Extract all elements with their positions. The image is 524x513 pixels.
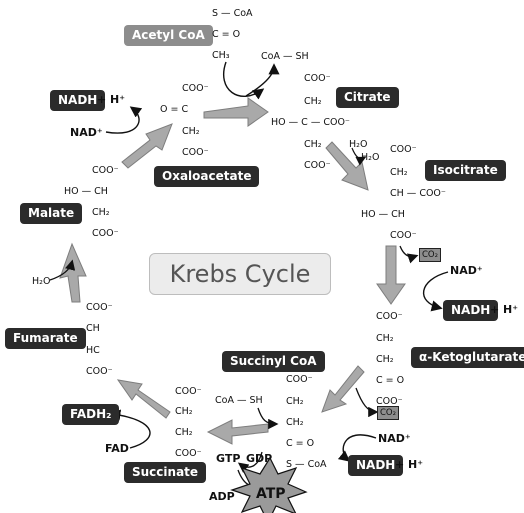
fumarate-line-3: HC [86,345,100,356]
h-plus-1: + H⁺ [97,93,126,106]
diagram-title: Krebs Cycle [149,253,331,295]
label-citrate: Citrate [336,87,399,108]
co2-box-1: CO₂ [419,248,442,262]
coa-sh-label-1: CoA — SH [261,51,309,62]
malate-line-2: HO — CH [64,186,108,197]
coa-sh-label-2: CoA — SH [215,395,263,406]
arrow-fad-to-fadh2 [109,409,151,449]
arrow-co2-isocitrate [399,245,419,264]
nadh-box-3: NADH [348,455,404,476]
fumarate-line-2: CH [86,323,100,334]
malate-line-1: COO⁻ [92,165,119,176]
arrow-fumarate-malate [59,242,87,303]
arrow-succinylcoa-succinate [206,419,269,445]
citrate-line-3: HO — C — COO⁻ [271,117,350,128]
label-malate: Malate [20,203,83,224]
nad-3: NAD⁺ [378,432,411,445]
h2o-label-2: H₂O [361,152,380,163]
gtp-label: GTP [216,452,241,465]
oxaloacetate-line-4: COO⁻ [182,147,209,158]
malate-line-4: COO⁻ [92,228,119,239]
isocitrate-line-2: CH₂ [390,167,408,178]
fumarate-line-1: COO⁻ [86,302,113,313]
oxaloacetate-line-3: CH₂ [182,126,200,137]
label-akg: α-Ketoglutarate [411,347,524,368]
succinyl-line-2: CH₂ [286,396,304,407]
arrow-akg-succinylcoa [321,365,365,413]
acetyl-line-1: S — CoA [212,8,253,19]
malate-line-3: CH₂ [92,207,110,218]
nad-2: NAD⁺ [450,264,483,277]
citrate-line-1: COO⁻ [304,73,331,84]
co2-box-2: CO₂ [377,406,400,420]
succinate-line-2: CH₂ [175,406,193,417]
citrate-line-5: COO⁻ [304,160,331,171]
fumarate-line-4: COO⁻ [86,366,113,377]
arrow-coash-out [245,63,280,97]
oxaloacetate-line-1: COO⁻ [182,83,209,94]
succinyl-line-3: CH₂ [286,417,304,428]
citrate-line-4: CH₂ [304,139,322,150]
arrow-malate-oxaloacetate [121,123,173,169]
label-fumarate: Fumarate [5,328,86,349]
h-plus-3: + H⁺ [395,458,424,471]
succinate-line-1: COO⁻ [175,386,202,397]
adp-label: ADP [209,490,235,503]
h2o-label-3: H₂O [32,276,51,287]
arrow-citrate-isocitrate [325,141,369,191]
akg-line-5: COO⁻ [376,396,403,407]
label-oxaloacetate: Oxaloacetate [154,166,260,187]
label-acetyl-coa: Acetyl CoA [124,25,213,46]
arrow-coash-succinyl [257,407,279,430]
h-plus-2: + H⁺ [490,303,519,316]
arrow-nad-to-nadh-1 [105,106,143,134]
arrow-co2-akg [355,387,379,418]
arrow-oxaloacetate-citrate [203,97,269,127]
fad-label: FAD [105,442,129,455]
citrate-line-2: CH₂ [304,96,322,107]
label-succinyl-coa: Succinyl CoA [222,351,325,372]
arrow-h2o-in-top [351,147,367,166]
arrow-nad-to-nadh-2 [422,271,449,312]
oxaloacetate-line-2: O = C [160,104,189,115]
isocitrate-line-4: HO — CH [361,209,405,220]
nad-1: NAD⁺ [70,126,103,139]
akg-line-4: C = O [376,375,405,386]
isocitrate-line-3: CH — COO⁻ [390,188,446,199]
isocitrate-line-5: COO⁻ [390,230,417,241]
fadh2-box: FADH₂ [62,404,120,425]
atp-starburst [230,456,308,513]
akg-line-2: CH₂ [376,333,394,344]
nadh-box-2: NADH [443,300,499,321]
acetyl-line-3: CH₃ [212,50,230,61]
arrow-h2o-malate [49,259,76,281]
h2o-label-1: H₂O [349,139,368,150]
succinate-line-3: CH₂ [175,427,193,438]
akg-line-1: COO⁻ [376,311,403,322]
nadh-box-1: NADH [50,90,106,111]
atp-label: ATP [256,486,286,502]
akg-line-3: CH₂ [376,354,394,365]
acetyl-line-2: C = O [212,29,241,40]
isocitrate-line-1: COO⁻ [390,144,417,155]
succinate-line-4: COO⁻ [175,448,202,459]
succinyl-line-5: S — CoA [286,459,327,470]
succinyl-line-1: COO⁻ [286,374,313,385]
arrow-acetylcoa-in [223,61,265,100]
arrow-isocitrate-akg [376,245,406,305]
arrow-nad-to-nadh-3 [337,434,377,462]
label-isocitrate: Isocitrate [425,160,506,181]
gdp-label: GDP [246,452,273,465]
label-succinate: Succinate [124,462,207,483]
arrow-gdp-gtp [237,451,263,473]
succinyl-line-4: C = O [286,438,315,449]
arrow-succinate-fumarate [116,379,171,419]
